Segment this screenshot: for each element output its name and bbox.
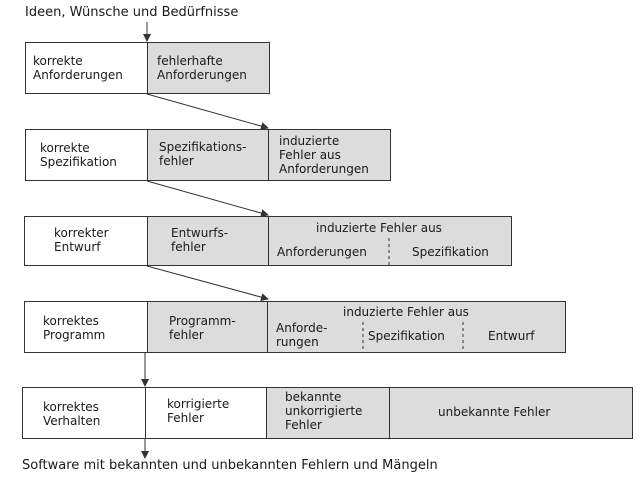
- row2-induced-box: induzierte Fehler aus Anforderungen: [268, 129, 391, 181]
- arrow-row3-to-row4: [146, 265, 269, 302]
- row1-faulty-label: fehlerhafte Anforderungen: [157, 54, 247, 82]
- arrow-row2-to-row3: [146, 180, 269, 217]
- row3-faulty-label: Entwurfs- fehler: [171, 226, 229, 254]
- row5-unknown-label: unbekannte Fehler: [438, 405, 551, 419]
- row3-faulty-box: Entwurfs- fehler: [147, 216, 269, 266]
- row3-induced-header: induzierte Fehler aus: [316, 221, 442, 235]
- row5-unknown-box: unbekannte Fehler: [389, 387, 633, 439]
- row1-faulty-box: fehlerhafte Anforderungen: [147, 42, 270, 94]
- row3-correct-label: korrekter Entwurf: [54, 226, 109, 254]
- row4-induced-box: induzierte Fehler aus Anforde- rungen Sp…: [267, 301, 566, 353]
- output-label: Software mit bekannten und unbekannten F…: [22, 458, 438, 473]
- row4-induced-anforderungen: Anforde- rungen: [276, 321, 328, 349]
- row4-faulty-label: Programm- fehler: [169, 314, 236, 342]
- row3-induced-anforderungen: Anforderungen: [277, 245, 367, 259]
- row4-induced-spezifikation: Spezifikation: [368, 329, 445, 343]
- row2-induced-label: induzierte Fehler aus Anforderungen: [279, 134, 369, 176]
- row2-faulty-box: Spezifikations- fehler: [147, 129, 269, 181]
- row5-known-label: bekannte unkorrigierte Fehler: [285, 390, 363, 432]
- row2-correct-label: korrekte Spezifikation: [40, 141, 117, 169]
- row4-faulty-box: Programm- fehler: [147, 301, 268, 353]
- row4-correct-label: korrektes Programm: [43, 314, 106, 342]
- arrow-row1-to-row2: [146, 93, 269, 130]
- row4-induced-entwurf: Entwurf: [488, 329, 535, 343]
- row1-correct-label: korrekte Anforderungen: [33, 54, 123, 82]
- row5-corrected-box: korrigierte Fehler: [145, 387, 267, 439]
- input-label: Ideen, Wünsche und Bedürfnisse: [25, 5, 239, 20]
- row5-correct-label: korrektes Verhalten: [43, 400, 101, 428]
- row3-induced-box: induzierte Fehler aus Anforderungen Spez…: [268, 216, 512, 266]
- row5-known-box: bekannte unkorrigierte Fehler: [266, 387, 390, 439]
- row2-faulty-label: Spezifikations- fehler: [159, 140, 247, 168]
- row3-induced-spezifikation: Spezifikation: [412, 245, 489, 259]
- row4-correct-box: korrektes Programm: [24, 301, 148, 353]
- row5-correct-box: korrektes Verhalten: [22, 387, 146, 439]
- row5-corrected-label: korrigierte Fehler: [167, 397, 230, 425]
- row4-induced-header: induzierte Fehler aus: [343, 305, 469, 319]
- row2-correct-box: korrekte Spezifikation: [25, 129, 148, 181]
